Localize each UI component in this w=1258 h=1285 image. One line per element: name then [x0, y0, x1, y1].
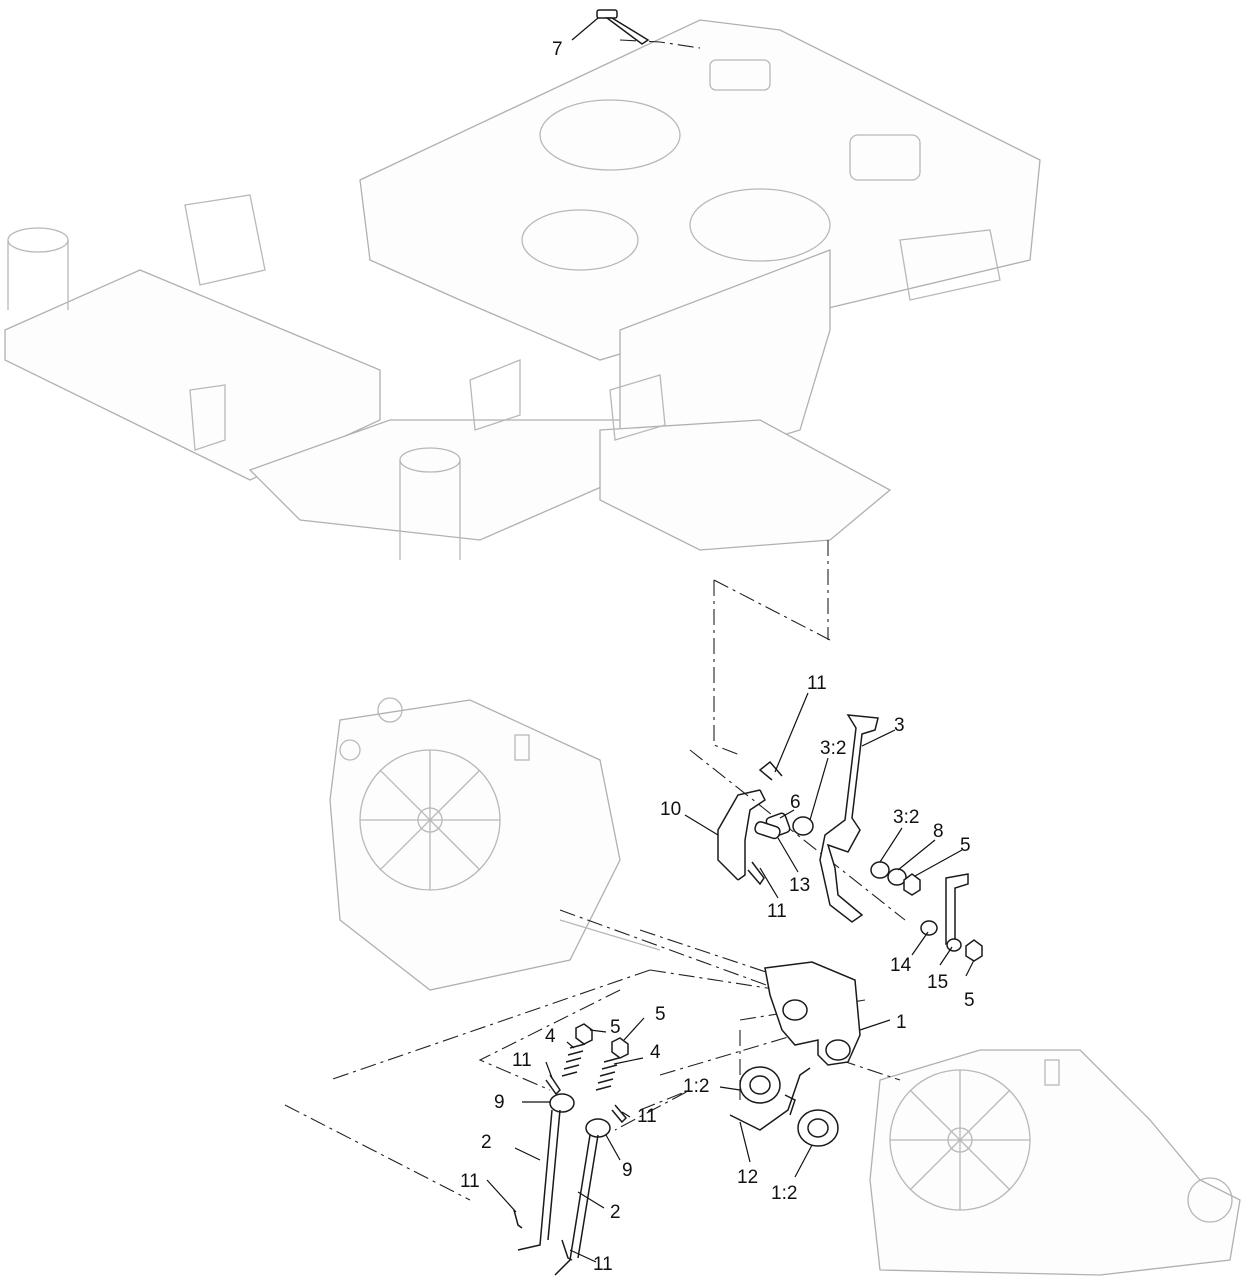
callout-1-2-b: 1:2 [771, 1183, 797, 1204]
callout-11-bottom: 11 [593, 1254, 613, 1275]
callout-11-mid: 11 [767, 901, 787, 922]
callout-9-right: 9 [622, 1160, 633, 1181]
callout-5-right: 5 [960, 835, 971, 856]
part-nut-lower [965, 939, 983, 962]
part-hub-b [797, 1109, 839, 1147]
callout-4-left: 4 [545, 1026, 556, 1047]
part-rod-right [554, 1037, 629, 1276]
callout-14: 14 [890, 955, 912, 976]
part-bracket-1 [764, 961, 861, 1066]
part-bushing-b [870, 861, 890, 879]
callout-labels: 7 11 3 6 3:2 10 3:2 8 5 13 11 14 15 5 1 … [460, 39, 975, 1275]
part-washer-15 [946, 938, 962, 952]
part-bolt [596, 9, 650, 45]
callout-11-bottom-left: 11 [460, 1171, 480, 1192]
callout-11-top: 11 [807, 673, 827, 694]
callout-11-left: 11 [512, 1050, 532, 1071]
leader-lines [486, 17, 975, 1263]
callout-10: 10 [660, 799, 681, 820]
part-rod-left [513, 1023, 593, 1251]
part-hub-a [739, 1066, 781, 1104]
callout-8: 8 [933, 821, 944, 842]
part-rod-10 [717, 789, 766, 881]
part-clip-top [758, 760, 783, 781]
callout-6: 6 [790, 792, 801, 813]
part-clip-mid [747, 861, 765, 886]
callout-1: 1 [896, 1012, 907, 1033]
callout-13: 13 [789, 875, 810, 896]
part-strap [945, 873, 969, 945]
callout-3-2-b: 3:2 [893, 807, 919, 828]
callout-1-2-a: 1:2 [683, 1076, 709, 1097]
part-pedal-3 [819, 714, 879, 923]
part-washer-8 [887, 868, 907, 886]
chassis-frame [4, 19, 1041, 560]
callout-5-left-b: 5 [655, 1004, 666, 1025]
callout-3-2-a: 3:2 [820, 738, 846, 759]
part-nut-5 [903, 873, 921, 896]
transaxle-right [869, 1049, 1241, 1276]
callout-11-right: 11 [637, 1106, 657, 1127]
part-bushing-14 [920, 920, 938, 936]
callout-4-right: 4 [650, 1042, 661, 1063]
transaxle-left [329, 697, 661, 991]
parts [513, 9, 983, 1276]
part-spring-12 [729, 1067, 811, 1131]
callout-2-right: 2 [610, 1202, 621, 1223]
callout-9-left: 9 [494, 1092, 505, 1113]
callout-5-lower: 5 [964, 990, 975, 1011]
callout-12: 12 [737, 1167, 758, 1188]
callout-3: 3 [894, 715, 905, 736]
part-pin-13 [754, 821, 781, 840]
callout-2-left: 2 [481, 1132, 492, 1153]
callout-5-left-a: 5 [610, 1017, 621, 1038]
part-bushing-a [792, 816, 814, 836]
callout-7: 7 [552, 39, 563, 60]
assembly-lines [284, 39, 906, 1201]
callout-15: 15 [927, 972, 948, 993]
